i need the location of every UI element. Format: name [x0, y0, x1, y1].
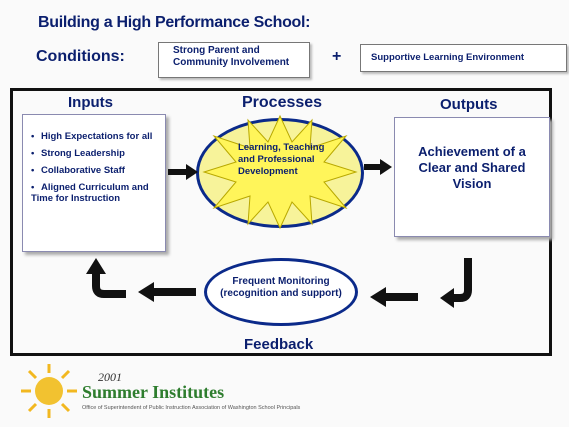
- feedback-heading: Feedback: [244, 336, 314, 353]
- inputs-item: •Aligned Curriculum and Time for Instruc…: [31, 182, 149, 204]
- u-turn-arrow-icon: [86, 258, 126, 298]
- arrow-left-icon: [370, 287, 418, 307]
- inputs-list: •High Expectations for all •Strong Leade…: [25, 131, 161, 210]
- condition-text-parent-community: Strong Parent and Community Involvement: [173, 45, 290, 68]
- condition-box-learning-environment: Supportive Learning Environment: [360, 44, 567, 72]
- arrow-right-icon: [364, 159, 392, 175]
- processes-text: Learning, Teaching and Professional Deve…: [238, 142, 325, 177]
- inputs-heading: Inputs: [68, 94, 113, 111]
- monitoring-text: Frequent Monitoring (recognition and sup…: [220, 276, 342, 299]
- u-turn-arrow-icon: [440, 258, 472, 308]
- conditions-label: Conditions:: [36, 48, 125, 65]
- slide-title: Building a High Performance School:: [38, 14, 311, 31]
- outputs-text: Achievement of a Clear and Shared Vision: [418, 144, 526, 191]
- cycle-frame: [10, 88, 552, 356]
- inputs-item: •High Expectations for all: [31, 131, 153, 142]
- footer-organizations: Office of Superintendent of Public Instr…: [82, 405, 301, 411]
- inputs-item: •Strong Leadership: [31, 148, 125, 159]
- plus-sign: +: [332, 48, 342, 65]
- footer-institute-name: Summer Institutes: [82, 382, 225, 402]
- processes-heading: Processes: [242, 94, 323, 111]
- inputs-item: •Collaborative Staff: [31, 165, 125, 176]
- monitoring-ellipse: [204, 258, 358, 326]
- condition-box-parent-community: Strong Parent and Community Involvement: [158, 42, 310, 78]
- inputs-box: •High Expectations for all •Strong Leade…: [22, 114, 166, 252]
- outputs-heading: Outputs: [440, 96, 498, 113]
- footer-year: 2001: [98, 370, 122, 384]
- arrow-right-icon: [168, 164, 198, 180]
- burst-star-icon: [202, 114, 358, 230]
- sun-logo-icon: [21, 364, 77, 418]
- outputs-box: Achievement of a Clear and Shared Vision: [394, 117, 550, 237]
- condition-text-learning-environment: Supportive Learning Environment: [371, 52, 525, 63]
- arrow-left-icon: [138, 282, 196, 302]
